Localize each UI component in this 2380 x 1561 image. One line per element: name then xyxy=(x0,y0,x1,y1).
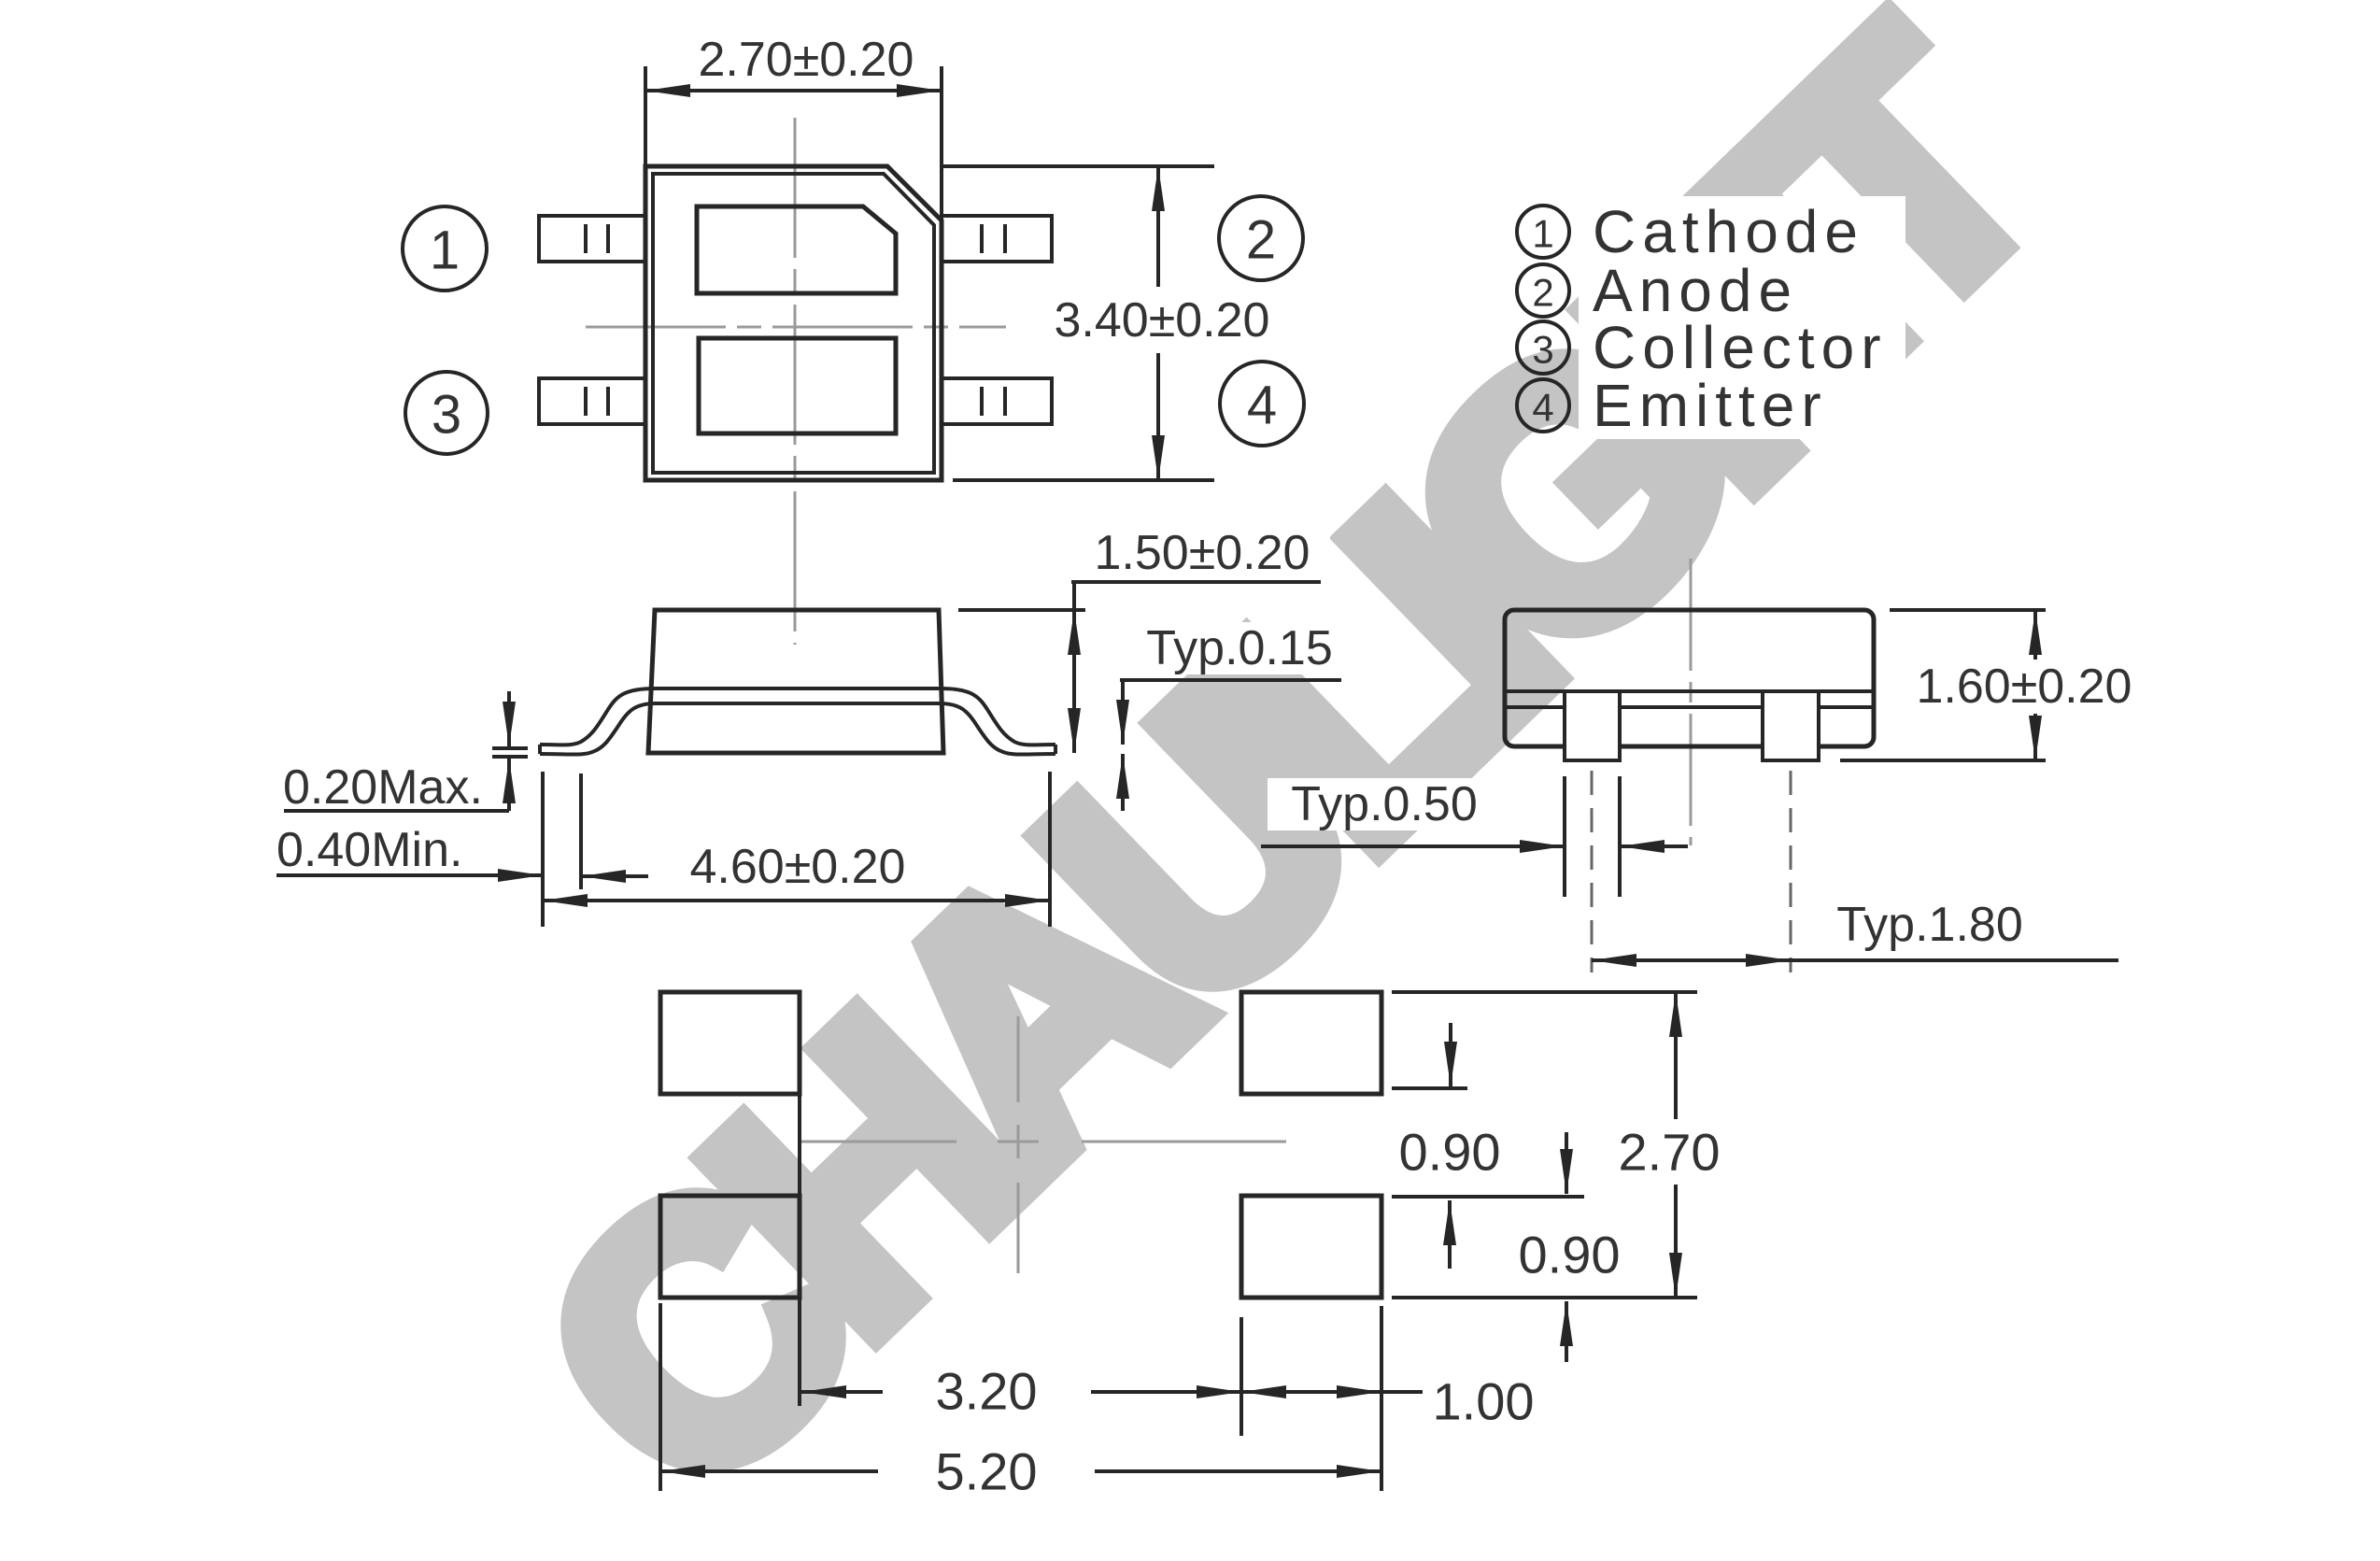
svg-text:0.90: 0.90 xyxy=(1519,1226,1621,1284)
svg-text:Emitter: Emitter xyxy=(1593,372,1828,439)
svg-text:3: 3 xyxy=(432,385,461,446)
svg-text:1.50±0.20: 1.50±0.20 xyxy=(1095,526,1310,580)
svg-text:2.70: 2.70 xyxy=(1619,1123,1721,1182)
svg-text:Typ.0.50: Typ.0.50 xyxy=(1291,777,1477,831)
svg-text:4: 4 xyxy=(1247,376,1277,436)
svg-text:4.60±0.20: 4.60±0.20 xyxy=(690,840,906,894)
svg-text:4: 4 xyxy=(1532,386,1553,430)
svg-text:1: 1 xyxy=(1532,212,1553,256)
svg-text:2.70±0.20: 2.70±0.20 xyxy=(699,33,914,87)
svg-text:0.20Max.: 0.20Max. xyxy=(283,760,483,815)
svg-text:3.20: 3.20 xyxy=(936,1362,1038,1421)
svg-text:Collector: Collector xyxy=(1593,314,1888,381)
svg-text:1.00: 1.00 xyxy=(1433,1372,1535,1431)
svg-text:Typ.0.15: Typ.0.15 xyxy=(1146,621,1332,675)
svg-text:Anode: Anode xyxy=(1593,257,1798,324)
svg-text:1.60±0.20: 1.60±0.20 xyxy=(1917,660,2132,714)
svg-text:2: 2 xyxy=(1532,271,1553,315)
svg-text:Typ.1.80: Typ.1.80 xyxy=(1836,898,2022,952)
svg-text:1: 1 xyxy=(430,220,460,281)
svg-text:2: 2 xyxy=(1246,210,1276,271)
svg-text:3.40±0.20: 3.40±0.20 xyxy=(1055,293,1270,348)
svg-text:3: 3 xyxy=(1532,328,1553,372)
svg-text:Cathode: Cathode xyxy=(1593,198,1864,265)
svg-text:5.20: 5.20 xyxy=(936,1442,1038,1501)
svg-text:0.40Min.: 0.40Min. xyxy=(276,823,462,877)
svg-text:0.90: 0.90 xyxy=(1399,1123,1501,1182)
